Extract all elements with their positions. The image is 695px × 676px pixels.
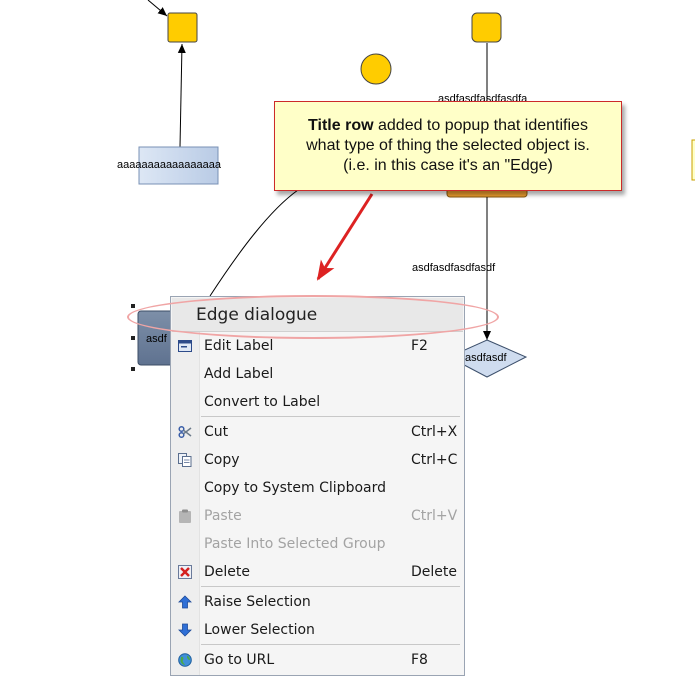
menu-item-shortcut: Ctrl+C <box>411 452 458 468</box>
menu-separator <box>201 416 460 417</box>
offscreen-node-edge <box>691 139 695 181</box>
callout-bold-text: Title row <box>308 117 374 134</box>
menu-item-shortcut: F8 <box>411 652 428 668</box>
selected-edge[interactable] <box>209 189 299 297</box>
callout-line1: added to popup that identifies <box>373 117 588 134</box>
menu-item-label: Go to URL <box>204 652 275 668</box>
menu-item-shortcut: Ctrl+V <box>411 508 458 524</box>
menu-icon-gutter <box>171 330 200 675</box>
menu-item-paste[interactable]: Paste Ctrl+V <box>171 502 464 530</box>
copy-icon <box>178 453 192 467</box>
menu-item-shortcut: Delete <box>411 564 457 580</box>
menu-item-copy[interactable]: Copy Ctrl+C <box>171 446 464 474</box>
menu-item-label: Paste <box>204 508 242 524</box>
selection-handle-1[interactable] <box>131 304 135 308</box>
menu-item-shortcut: Ctrl+X <box>411 424 458 440</box>
square-node-left[interactable] <box>167 12 198 43</box>
context-menu[interactable]: Edge dialogue Edit Label F2 Add Label Co… <box>170 296 465 676</box>
menu-item-label: Raise Selection <box>204 594 311 610</box>
menu-item-lower-selection[interactable]: Lower Selection <box>171 616 464 644</box>
menu-item-edit-label[interactable]: Edit Label F2 <box>171 332 464 360</box>
menu-item-cut[interactable]: Cut Ctrl+X <box>171 418 464 446</box>
blue-box-node[interactable] <box>138 146 219 185</box>
annotation-arrow <box>316 193 374 281</box>
delete-icon <box>178 565 192 579</box>
menu-item-label: Paste Into Selected Group <box>204 536 386 552</box>
menu-item-label: Edit Label <box>204 338 274 354</box>
arrow-up-icon <box>178 595 192 609</box>
menu-separator <box>201 586 460 587</box>
edge-top-left[interactable] <box>147 0 168 17</box>
menu-item-label: Copy <box>204 452 240 468</box>
scissors-icon <box>178 425 192 439</box>
selection-handle-2[interactable] <box>131 336 135 340</box>
menu-item-shortcut: F2 <box>411 338 428 354</box>
callout-text: Title row added to popup that identifies… <box>306 116 590 176</box>
annotation-callout: Title row added to popup that identifies… <box>274 101 622 191</box>
menu-item-label: Add Label <box>204 366 274 382</box>
blue-box-label: aaaaaaaaaaaaaaaaa <box>117 159 222 171</box>
globe-icon <box>178 653 192 667</box>
menu-item-label: Copy to System Clipboard <box>204 480 386 496</box>
selection-handle-3[interactable] <box>131 367 135 371</box>
edge-blue-to-square[interactable] <box>177 43 186 148</box>
paste-icon <box>178 509 192 523</box>
menu-item-paste-into-selected-group[interactable]: Paste Into Selected Group <box>171 530 464 558</box>
callout-line3: (i.e. in this case it's an "Edge) <box>343 157 553 174</box>
menu-item-label: Delete <box>204 564 250 580</box>
menu-item-label: Cut <box>204 424 229 440</box>
menu-title-row: Edge dialogue <box>172 298 463 332</box>
square-node-right[interactable] <box>471 12 502 43</box>
menu-item-raise-selection[interactable]: Raise Selection <box>171 588 464 616</box>
menu-item-go-to-url[interactable]: Go to URL F8 <box>171 646 464 674</box>
diamond-label: asdfasdf <box>465 352 508 364</box>
edge-label-mid: asdfasdfasdfasdf <box>412 262 496 274</box>
menu-item-add-label[interactable]: Add Label <box>171 360 464 388</box>
menu-item-delete[interactable]: Delete Delete <box>171 558 464 586</box>
menu-item-label: Lower Selection <box>204 622 315 638</box>
menu-item-copy-to-system-clipboard[interactable]: Copy to System Clipboard <box>171 474 464 502</box>
menu-item-convert-to-label[interactable]: Convert to Label <box>171 388 464 416</box>
callout-line2: what type of thing the selected object i… <box>306 137 590 154</box>
menu-separator <box>201 644 460 645</box>
menu-item-label: Convert to Label <box>204 394 321 410</box>
circle-node[interactable] <box>360 53 392 85</box>
selected-node-label: asdf <box>146 333 168 345</box>
edit-label-icon <box>178 339 192 353</box>
arrow-down-icon <box>178 623 192 637</box>
